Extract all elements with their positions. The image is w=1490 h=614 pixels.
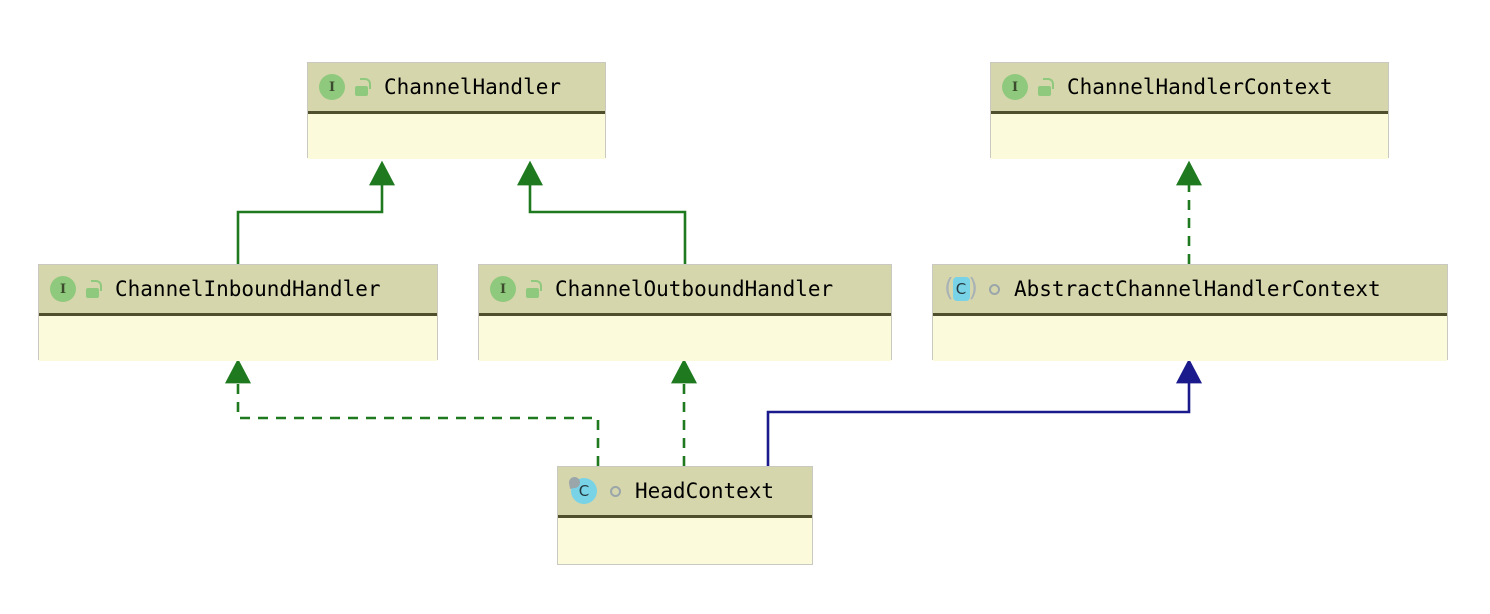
uml-node-title: ChannelOutboundHandler [555,277,834,301]
interface-icon: I [319,74,345,100]
interface-icon: I [1002,74,1028,100]
uml-node-channel-handler[interactable]: I ChannelHandler [307,62,606,159]
open-padlock-icon [525,280,542,298]
circle-icon [989,283,1000,295]
uml-node-title: ChannelInboundHandler [115,277,381,301]
edge-head-extends-abstract-context [766,358,1202,466]
uml-node-title: ChannelHandler [384,75,562,99]
interface-icon-letter: I [1002,74,1028,100]
uml-node-abstract-channel-handler-context[interactable]: ( C ) AbstractChannelHandlerContext [932,264,1448,361]
uml-node-members [39,316,437,361]
uml-node-members [991,114,1388,159]
uml-node-header: I ChannelOutboundHandler [479,265,891,316]
uml-node-title: HeadContext [635,479,775,503]
uml-node-members [308,114,605,159]
interface-icon: I [50,276,76,302]
open-padlock-icon [85,280,102,298]
uml-node-members [558,518,812,563]
open-padlock-icon [1037,78,1054,96]
uml-node-channel-outbound-handler[interactable]: I ChannelOutboundHandler [478,264,892,361]
uml-node-header: I ChannelHandler [308,63,605,114]
edge-outbound-extends-handler [517,160,687,264]
interface-icon-letter: I [319,74,345,100]
uml-node-channel-inbound-handler[interactable]: I ChannelInboundHandler [38,264,438,361]
circle-icon [610,485,621,497]
uml-node-title: AbstractChannelHandlerContext [1014,277,1381,301]
open-padlock-icon [354,78,371,96]
uml-node-members [933,316,1447,361]
uml-node-title: ChannelHandlerContext [1067,75,1333,99]
abstract-class-icon: ( C ) [944,273,978,302]
interface-icon-letter: I [490,276,516,302]
uml-node-head-context[interactable]: C HeadContext [557,466,813,565]
uml-node-header: C HeadContext [558,467,812,518]
paren-left-glyph: ( [944,273,954,302]
uml-node-header: I ChannelHandlerContext [991,63,1388,114]
uml-node-header: I ChannelInboundHandler [39,265,437,316]
final-class-icon: C [568,476,599,505]
uml-node-members [479,316,891,361]
interface-icon: I [490,276,516,302]
uml-node-header: ( C ) AbstractChannelHandlerContext [933,265,1447,316]
edge-inbound-extends-handler [236,160,395,264]
paren-right-glyph: ) [968,273,978,302]
class-icon-letter: C [952,277,970,301]
uml-node-channel-handler-context[interactable]: I ChannelHandlerContext [990,62,1389,159]
edge-head-implements-inbound [225,358,600,466]
interface-icon-letter: I [50,276,76,302]
